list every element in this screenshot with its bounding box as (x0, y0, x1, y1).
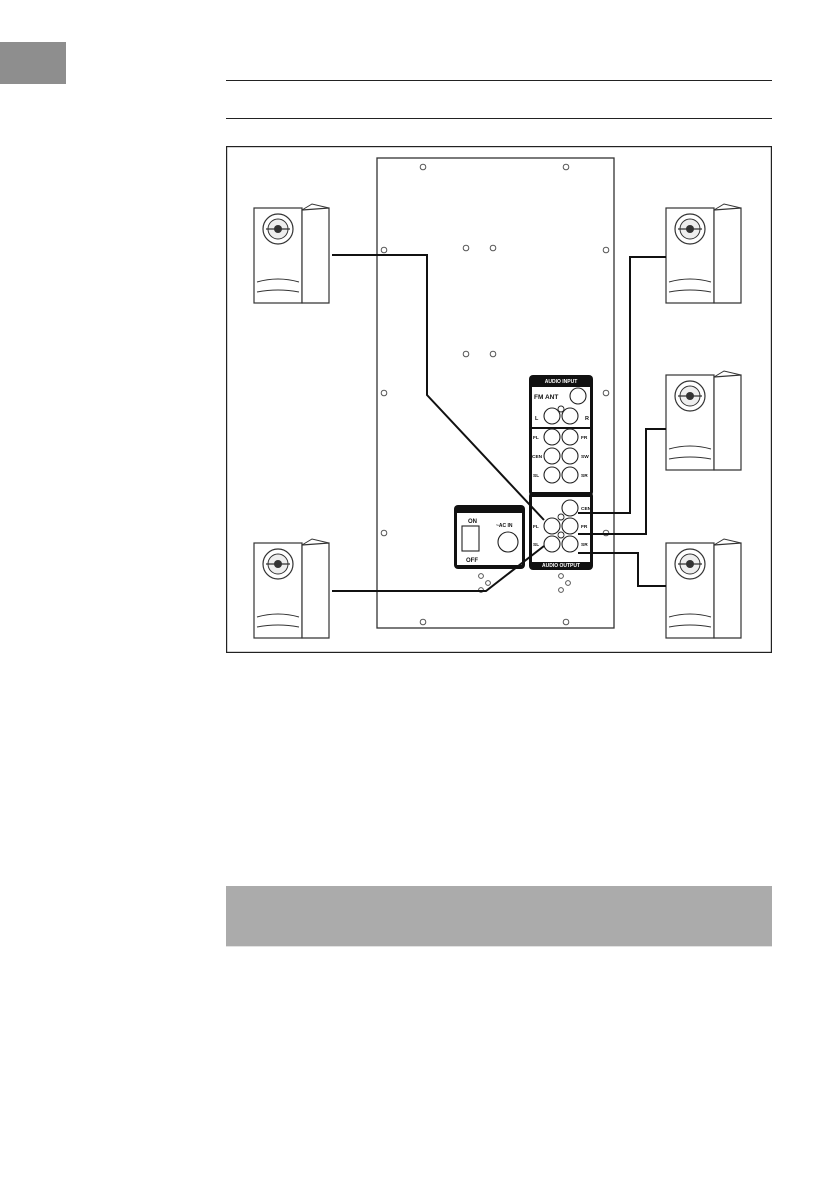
output-sl-label: SL (533, 542, 539, 548)
speaker-front-left (254, 204, 329, 303)
power-off-label: OFF (466, 558, 478, 564)
output-sr-label: SR (581, 542, 588, 548)
output-fr-label: FR (581, 524, 588, 530)
note-separator (226, 946, 772, 947)
audio-output-panel: CEN FL FR SL SR AUDIO OUTPUT (529, 492, 593, 570)
output-fl-label: FL (533, 524, 539, 530)
input-sw-label: SW (581, 454, 589, 460)
input-sr-label: SR (581, 473, 588, 479)
fm-ant-label: FM ANT (534, 394, 558, 401)
speaker-connection-diagram: AUDIO INPUT FM ANT L R FL FR CEN SW SL S… (226, 146, 772, 653)
input-r-label: R (585, 416, 589, 422)
speaker-center (666, 371, 741, 470)
output-cen-label: CEN (581, 506, 592, 512)
header-rule-top (226, 80, 772, 81)
input-panel-title: AUDIO INPUT (545, 379, 578, 385)
speaker-surround-right (666, 539, 741, 638)
note-bar (226, 886, 772, 946)
power-switch (462, 526, 479, 551)
output-panel-title: AUDIO OUTPUT (542, 563, 580, 569)
ac-in-label: ~AC IN (496, 523, 513, 529)
header-rule-bottom (226, 118, 772, 119)
ac-socket (498, 532, 518, 552)
input-cen-label: CEN (532, 454, 543, 460)
input-fl-label: FL (533, 435, 539, 441)
input-fr-label: FR (581, 435, 588, 441)
speaker-front-right (666, 204, 741, 303)
power-panel: ON OFF ~AC IN (454, 505, 525, 569)
chapter-tab (0, 42, 66, 84)
audio-input-panel: AUDIO INPUT FM ANT L R FL FR CEN SW SL S… (529, 375, 593, 496)
power-on-label: ON (468, 519, 477, 525)
speaker-surround-left (254, 539, 329, 638)
input-sl-label: SL (533, 473, 539, 479)
